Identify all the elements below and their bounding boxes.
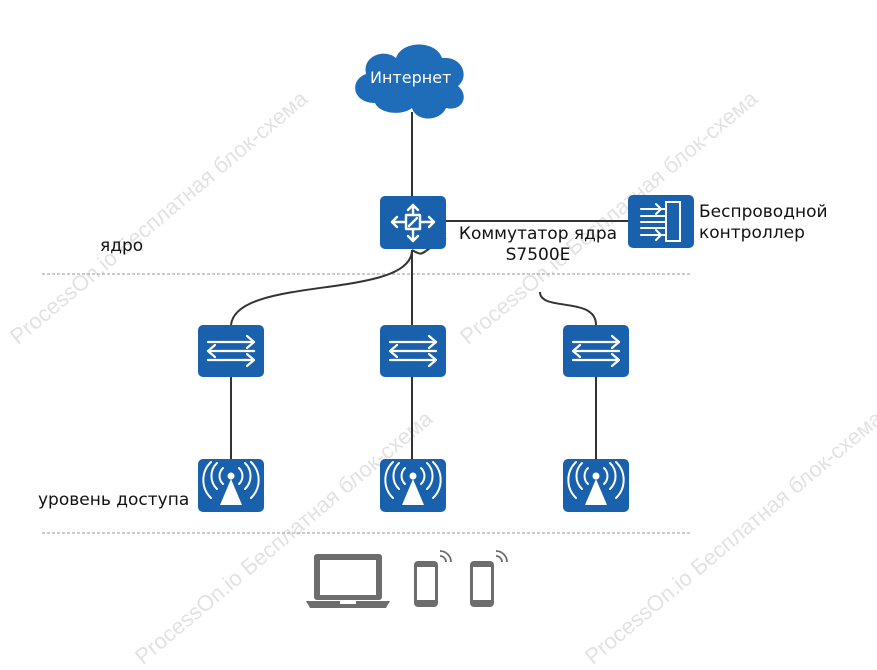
link-switch-right-stub: [539, 291, 597, 326]
core-switch-label: Коммутатор ядра S7500E: [455, 224, 621, 266]
wireless-controller-label: Беспроводной контроллер: [699, 202, 828, 244]
access-point-icon: [198, 459, 264, 512]
switch-icon: [380, 325, 446, 377]
wireless-controller-line1: Беспроводной: [699, 202, 828, 222]
access-point-icon: [380, 459, 446, 512]
connections: [230, 112, 628, 459]
smartphone-icon: [470, 550, 508, 607]
router-icon: [380, 196, 446, 249]
cloud-icon: [355, 44, 464, 119]
core-switch-model: S7500E: [505, 245, 571, 265]
wireless-controller-line2: контроллер: [699, 223, 805, 243]
core-layer-label: ядро: [100, 236, 144, 256]
switch-icon: [563, 325, 629, 377]
laptop-icon: [306, 554, 390, 608]
link-core-switch-left: [230, 249, 413, 326]
access-point-icon: [563, 459, 629, 512]
controller-icon: [628, 195, 694, 248]
internet-label: Интернет: [370, 68, 452, 87]
network-diagram: [42, 44, 694, 608]
switch-icon: [198, 325, 264, 377]
core-switch-name: Коммутатор ядра: [458, 224, 618, 244]
access-layer-label: уровень доступа: [38, 490, 190, 510]
smartphone-icon: [414, 550, 452, 607]
